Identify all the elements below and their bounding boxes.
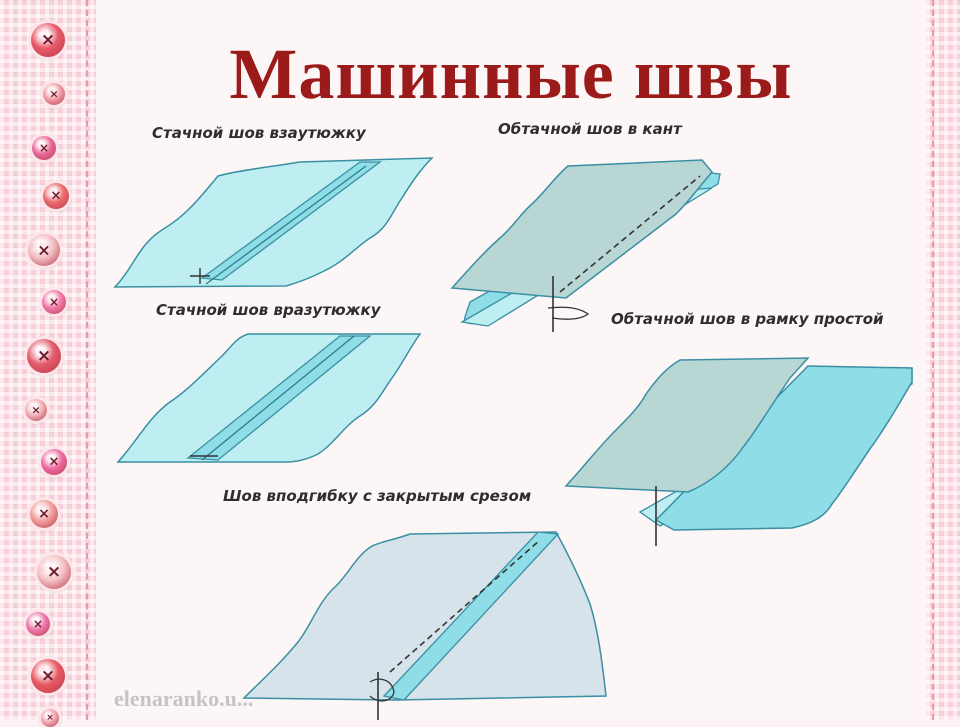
button-thread-icon: × <box>40 666 56 686</box>
decorative-button-icon: × <box>26 612 50 636</box>
button-thread-icon: × <box>37 240 51 260</box>
label-seam1: Стачной шов взаутюжку <box>152 124 366 142</box>
watermark: elenaranko.u... <box>114 686 254 711</box>
button-thread-icon: × <box>46 713 54 723</box>
seam4-diagram <box>564 357 913 546</box>
label-seam5: Шов вподгибку с закрытым срезом <box>223 487 532 505</box>
decorative-button-icon: × <box>32 136 56 160</box>
button-thread-icon: × <box>38 506 50 522</box>
decorative-button-icon: × <box>31 659 65 693</box>
button-thread-icon: × <box>40 30 56 50</box>
decorative-button-icon: × <box>25 399 47 421</box>
label-seam3: Обтачной шов в кант <box>498 120 682 138</box>
seam3-diagram <box>450 159 721 332</box>
decorative-button-icon: × <box>30 500 58 528</box>
button-thread-icon: × <box>38 141 50 155</box>
button-thread-icon: × <box>46 562 62 582</box>
decorative-button-icon: × <box>28 234 60 266</box>
decorative-button-icon: × <box>41 449 67 475</box>
button-thread-icon: × <box>31 403 41 417</box>
page-title: Машинные швы <box>229 34 793 114</box>
decorative-button-icon: × <box>31 23 65 57</box>
decorative-button-icon: × <box>42 290 66 314</box>
button-thread-icon: × <box>48 295 60 309</box>
seam1-diagram <box>113 157 434 288</box>
button-thread-icon: × <box>36 346 52 366</box>
label-seam2: Стачной шов вразутюжку <box>156 301 381 319</box>
button-thread-icon: × <box>49 87 59 101</box>
button-thread-icon: × <box>50 188 62 204</box>
button-thread-icon: × <box>48 454 60 470</box>
label-seam4: Обтачной шов в рамку простой <box>611 310 884 328</box>
decorative-button-icon: × <box>43 183 69 209</box>
decorative-button-icon: × <box>37 555 71 589</box>
decorative-button-icon: × <box>27 339 61 373</box>
button-thread-icon: × <box>32 617 44 631</box>
seam2-diagram <box>116 333 422 463</box>
seam5-diagram <box>242 531 607 720</box>
right-decorative-strip <box>926 0 960 720</box>
decorative-button-icon: × <box>43 83 65 105</box>
